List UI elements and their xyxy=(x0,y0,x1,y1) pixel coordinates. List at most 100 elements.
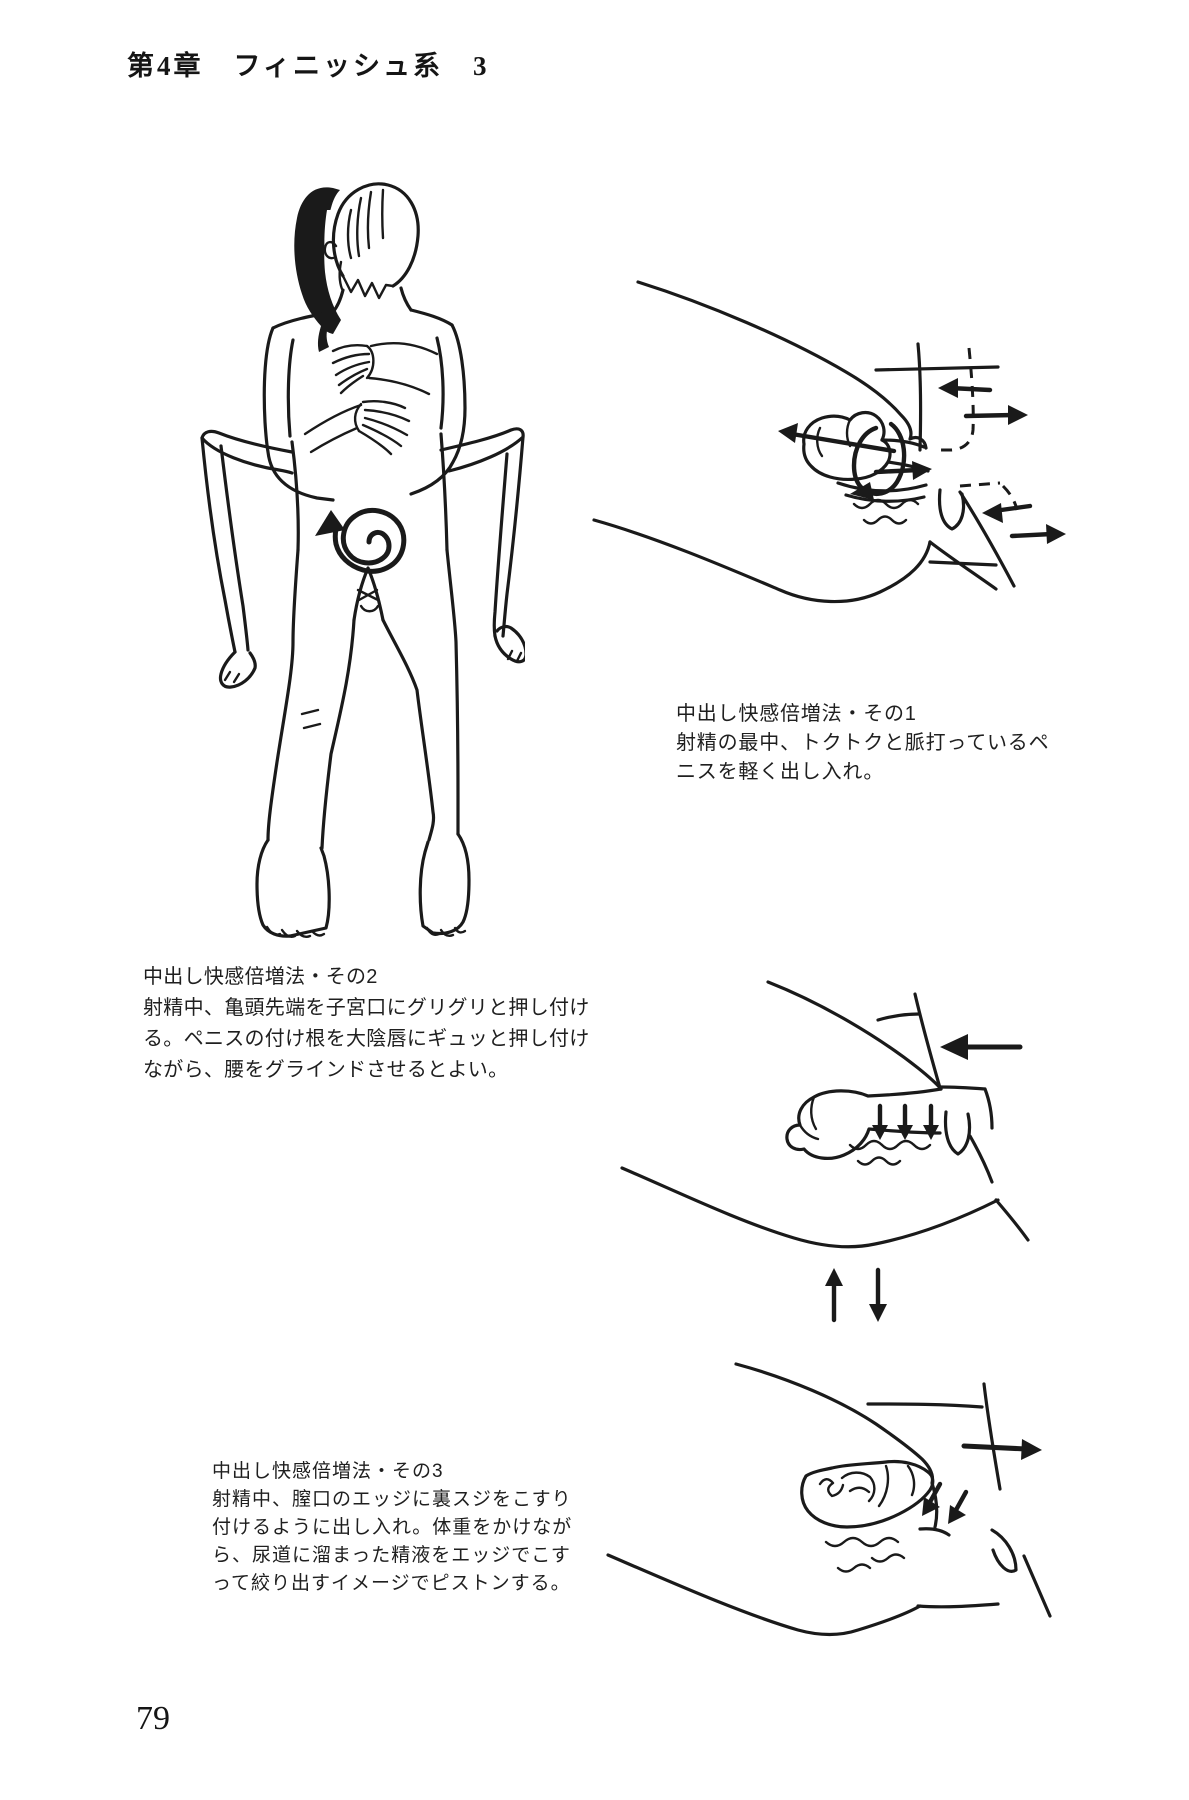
arrow-pull-shaft xyxy=(789,431,897,454)
woman-right-calf xyxy=(492,452,509,638)
down-arrows-shafts xyxy=(877,1103,934,1131)
technique-3-body: 射精中、膣口のエッジに裏スジをこすり付けるように出し入れ。体重をかけながら、尿道… xyxy=(212,1489,573,1594)
down-arrow-head-2 xyxy=(897,1125,913,1140)
arrow-out-top-head xyxy=(938,378,958,398)
wavy-lines xyxy=(852,498,920,525)
arrow-in-top-shaft xyxy=(963,412,1017,419)
woman-upper-forearm xyxy=(367,341,439,396)
buttock-contour xyxy=(606,1553,922,1637)
penis-outline xyxy=(785,1087,943,1160)
arrow-in-top-head xyxy=(1008,405,1028,425)
lower-right-lines xyxy=(928,540,998,591)
rotate-arrowhead xyxy=(850,482,874,500)
man-right-leg-inner xyxy=(381,618,436,842)
glans-wrinkles xyxy=(818,1464,916,1508)
glans-outline xyxy=(800,1459,935,1529)
man-right-arm-inner xyxy=(435,336,445,430)
right-body-lines xyxy=(939,1085,994,1130)
arrow-in-bottom-shaft xyxy=(1009,531,1055,539)
knee-tick-marks xyxy=(300,708,322,730)
woman-left-shin xyxy=(200,436,237,654)
technique-2-title: 中出し快感倍増法・その2 xyxy=(143,966,378,988)
mons-line xyxy=(982,1382,1002,1491)
top-line xyxy=(874,365,1000,372)
mons-line xyxy=(916,342,923,452)
man-hair-spikes xyxy=(341,274,395,300)
man-left-arm xyxy=(262,326,335,502)
fold-lines xyxy=(836,481,928,503)
woman-left-calf xyxy=(219,444,250,652)
chapter-heading: 第4章 フィニッシュ系 3 xyxy=(127,51,490,81)
wavy-lines xyxy=(848,1139,932,1166)
edge-arrow-1-head xyxy=(922,1497,940,1516)
thigh-crease-lines xyxy=(968,1134,1030,1242)
technique-section-1: 中出し快感倍増法・その1 射精の最中、トクトクと脈打っているペニスを軽く出し入れ… xyxy=(676,700,1060,787)
opening-edge xyxy=(918,1527,951,1537)
man-waist-lines xyxy=(290,432,449,552)
down-arrow-head-3 xyxy=(923,1125,939,1140)
woman-left-thigh xyxy=(200,429,294,475)
woman-left-foot xyxy=(218,650,257,689)
spiral-arrow xyxy=(332,507,407,574)
man-right-toes xyxy=(425,926,467,938)
woman-lower-hand-fingers xyxy=(357,400,411,456)
couple-illustration xyxy=(200,182,525,939)
woman-lower-forearm xyxy=(303,403,363,454)
upper-body-contour xyxy=(734,1362,939,1529)
woman-ponytail xyxy=(317,326,329,352)
crotch-lines xyxy=(352,566,385,622)
man-head xyxy=(331,182,420,288)
edge-arrow-2-head xyxy=(948,1505,966,1524)
cross-section-diagram-1 xyxy=(592,280,1066,604)
edge-arrow-2-shaft xyxy=(953,1489,969,1513)
labia-bump xyxy=(937,488,966,531)
woman-right-toes xyxy=(506,649,523,663)
buttock-contour xyxy=(592,518,932,604)
wavy-lines xyxy=(824,1536,906,1573)
woman-upper-palm xyxy=(365,344,375,380)
out-arrow-head xyxy=(1021,1439,1042,1460)
woman-right-shin xyxy=(501,435,525,638)
buttock-contour xyxy=(620,1166,1000,1249)
technique-section-2: 中出し快感倍増法・その2 射精中、亀頭先端を子宮口にグリグリと押し付ける。ペニス… xyxy=(143,962,595,1086)
page-number: 79 xyxy=(136,1700,170,1737)
out-arrow-shaft xyxy=(961,1443,1029,1452)
up-arrow-head xyxy=(825,1268,843,1286)
man-left-foot xyxy=(255,838,331,938)
technique-section-3: 中出し快感倍増法・その3 射精中、膣口のエッジに裏スジをこすり付けるように出し入… xyxy=(212,1458,578,1598)
technique-2-body: 射精中、亀頭先端を子宮口にグリグリと押し付ける。ペニスの付け根を大陰唇にギュッと… xyxy=(143,997,590,1081)
woman-right-foot xyxy=(493,624,525,664)
upper-body-contour xyxy=(636,280,928,450)
man-left-arm-inner xyxy=(286,338,295,438)
man-left-leg-outer xyxy=(266,548,300,842)
arrow-out-bottom-head xyxy=(982,503,1003,523)
thigh-crease-line xyxy=(958,490,1016,588)
woman-left-toes xyxy=(223,670,241,684)
labia-bump xyxy=(943,1110,972,1156)
woman-upper-hand-fingers xyxy=(331,344,371,395)
press-arrow-head xyxy=(940,1034,968,1060)
fold-line xyxy=(876,1012,921,1022)
man-left-toes xyxy=(265,925,326,939)
top-line xyxy=(866,1402,984,1409)
down-arrow-head xyxy=(869,1304,887,1322)
edge-arrow-1-shaft xyxy=(927,1481,943,1505)
arrow-pull-head xyxy=(778,423,798,443)
rotate-arrow xyxy=(851,421,907,496)
technique-1-body: 射精の最中、トクトクと脈打っているペニスを軽く出し入れ。 xyxy=(676,732,1050,783)
technique-1-title: 中出し快感倍増法・その1 xyxy=(676,703,917,725)
labia-bump xyxy=(990,1528,1018,1573)
arrow-push-head xyxy=(912,461,932,480)
down-arrow-head-1 xyxy=(872,1125,888,1140)
woman-jaw-line xyxy=(338,260,344,291)
thigh-crease-lines xyxy=(916,1554,1052,1618)
technique-3-title: 中出し快感倍増法・その3 xyxy=(212,1461,444,1482)
upper-body-contour xyxy=(766,980,943,1091)
woman-hair xyxy=(294,187,341,334)
cross-section-diagram-2 xyxy=(620,980,1030,1249)
arrow-push-shaft xyxy=(873,467,921,475)
woman-right-thigh xyxy=(439,427,525,473)
man-left-leg-inner xyxy=(320,618,356,850)
up-down-arrows-icon xyxy=(825,1267,887,1323)
